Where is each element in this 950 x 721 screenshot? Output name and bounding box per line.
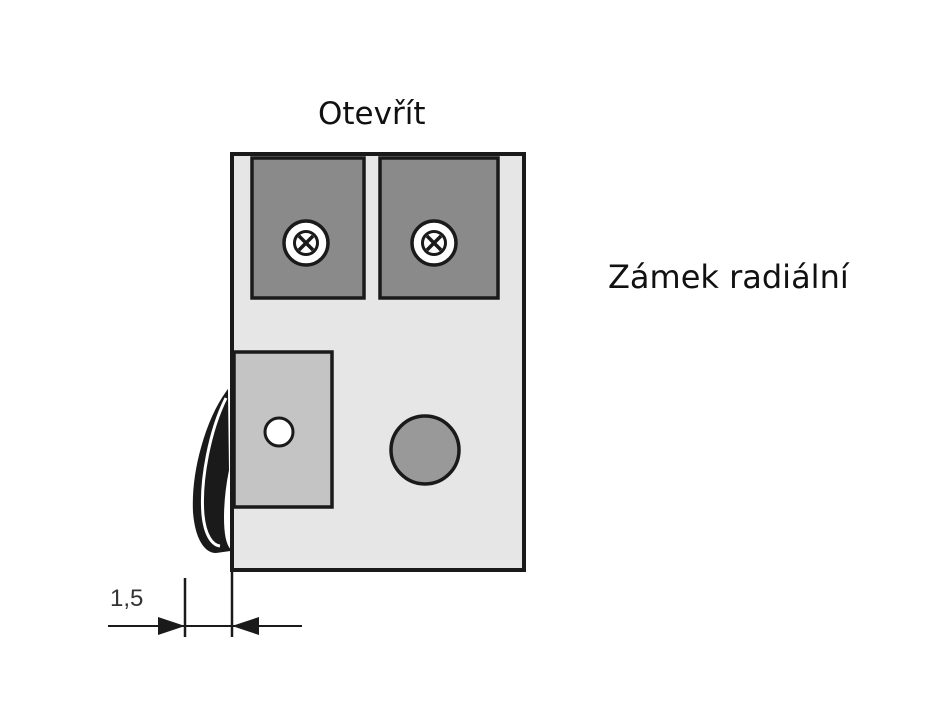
open-label: Otevřít bbox=[318, 96, 426, 132]
slider-pin bbox=[263, 416, 295, 448]
dimension-label: 1,5 bbox=[110, 585, 144, 612]
screw-right-icon bbox=[410, 219, 458, 267]
dimension-arrow-right-icon bbox=[232, 617, 259, 635]
dimension-arrow-left-icon bbox=[158, 617, 185, 635]
knob bbox=[389, 414, 461, 486]
rubber-seal bbox=[192, 388, 233, 554]
screw-left-icon bbox=[282, 219, 330, 267]
seal-highlight bbox=[201, 397, 228, 548]
lock-type-label: Zámek radiální bbox=[608, 258, 849, 296]
dimension-annotation bbox=[108, 570, 302, 637]
